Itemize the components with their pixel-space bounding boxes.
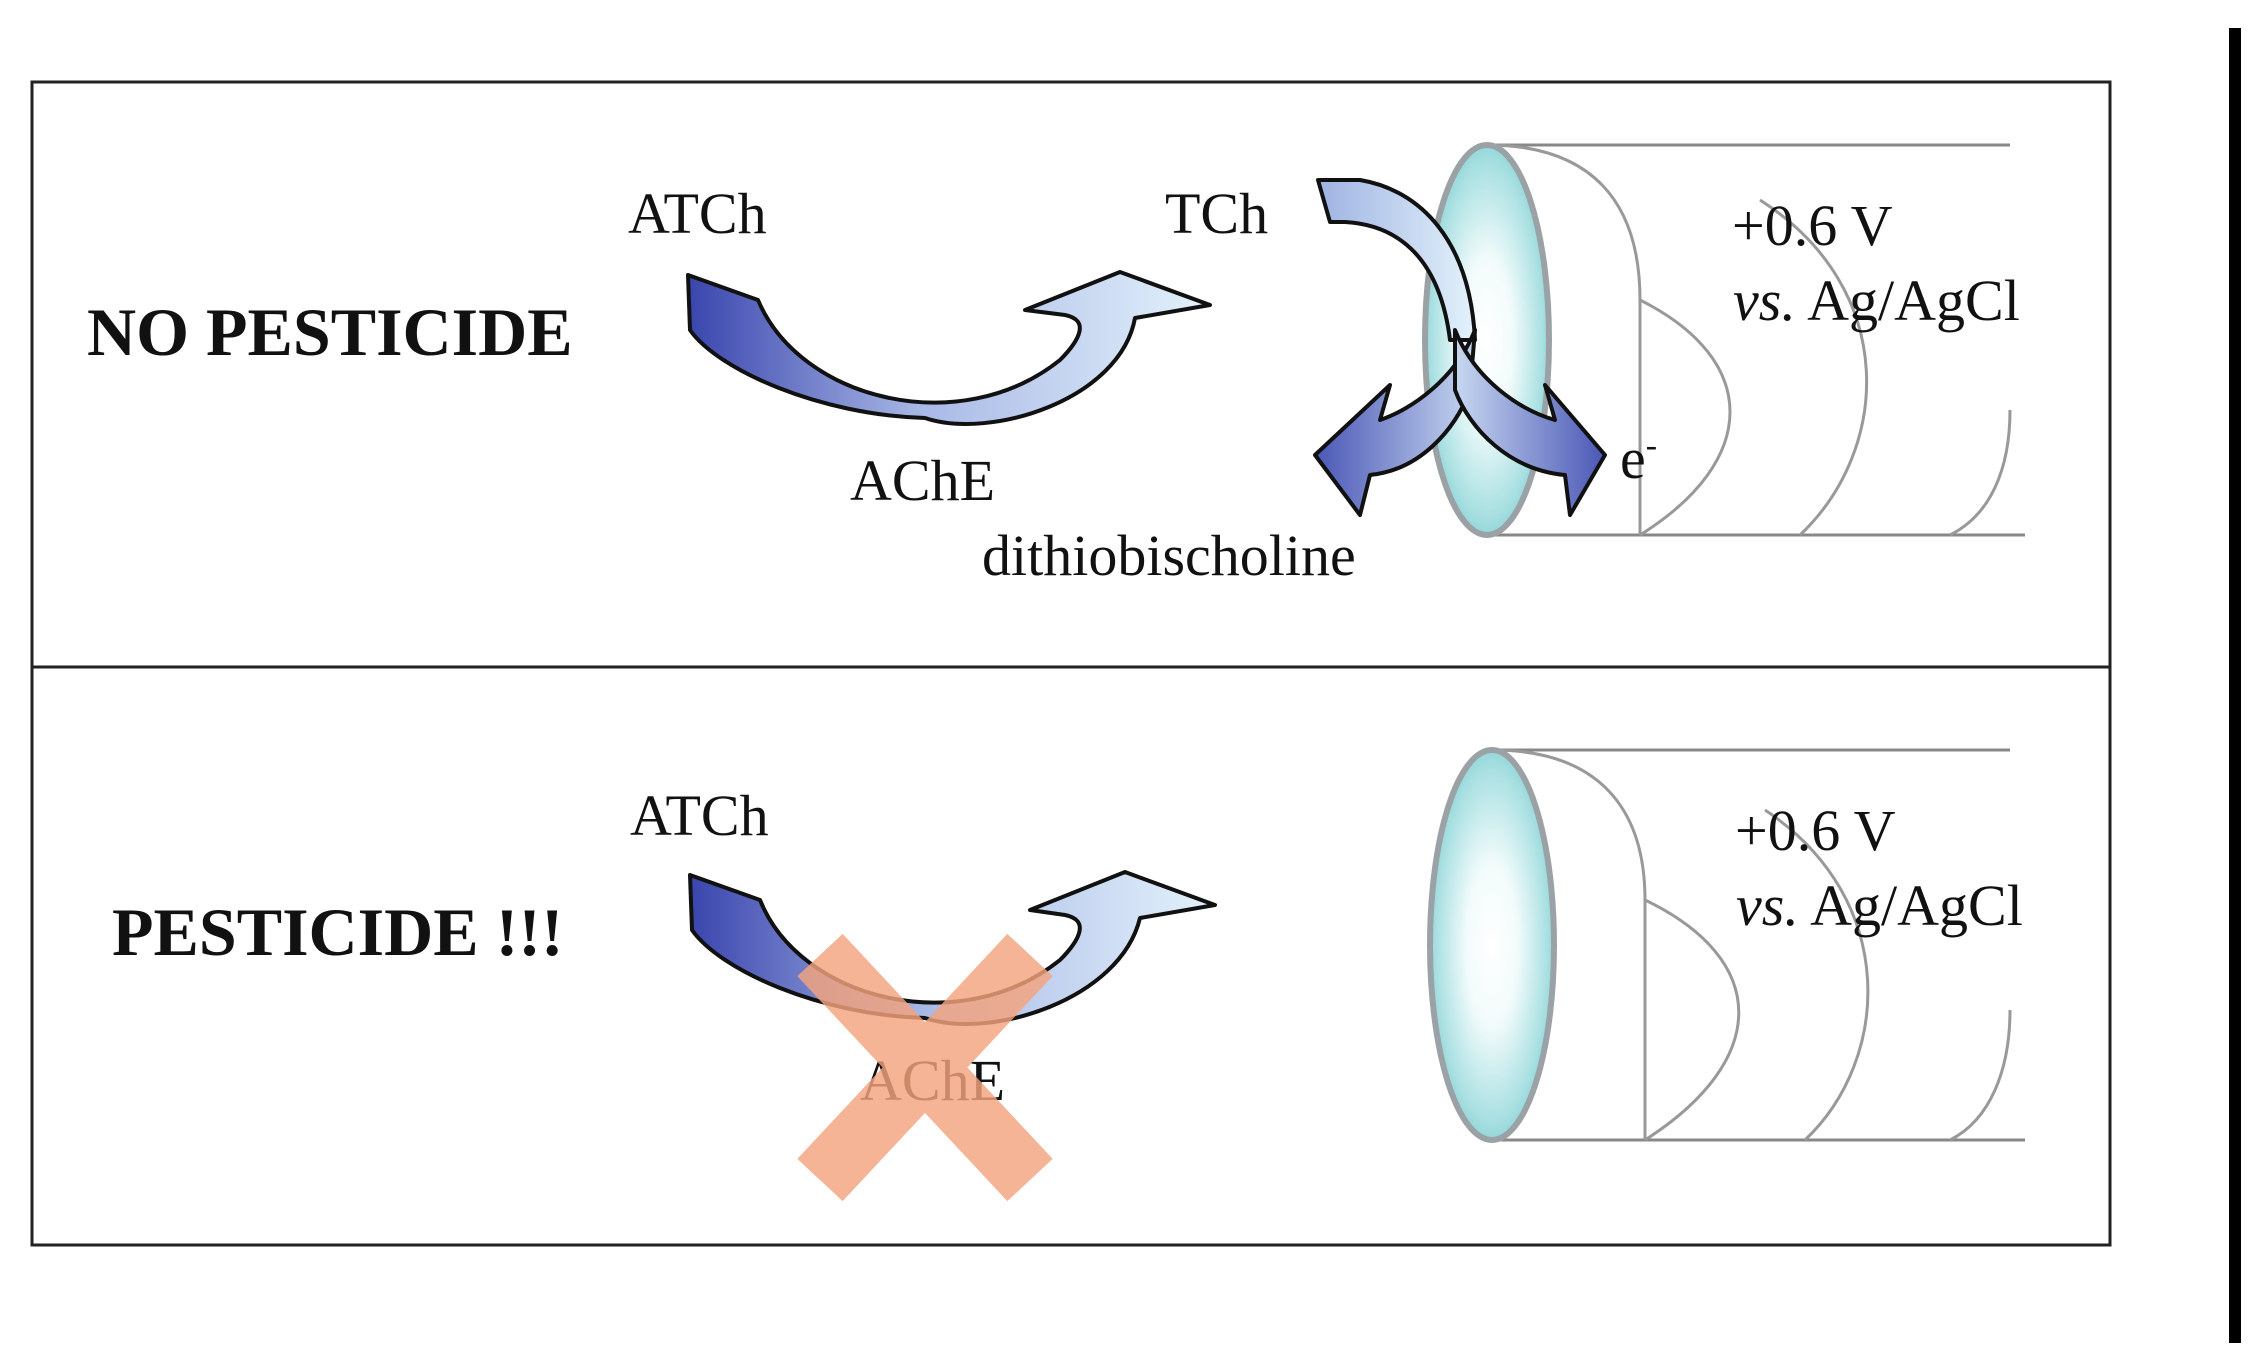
top-enzyme-label: AChE <box>850 448 995 513</box>
oxidation-product-label: dithiobischoline <box>982 523 1356 588</box>
electron-output-arrow <box>1453 328 1607 517</box>
bottom-reference-label: vs. Ag/AgCl <box>1736 873 2023 938</box>
top-reference-label: vs. Ag/AgCl <box>1733 268 2020 333</box>
inhibition-cross <box>797 933 1053 1202</box>
top-product-label: TCh <box>1165 181 1268 246</box>
right-border-bar <box>2229 28 2241 1343</box>
bottom-substrate-label: ATCh <box>630 783 769 848</box>
electron-label: e- <box>1620 426 1657 491</box>
top-potential-label: +0.6 V <box>1732 193 1893 258</box>
dithiobischoline-output-arrow <box>1313 328 1477 517</box>
top-substrate-label: ATCh <box>628 181 767 246</box>
top-reaction-arrow <box>686 270 1212 426</box>
bottom-potential-label: +0.6 V <box>1735 798 1896 863</box>
bottom-electrode <box>1427 747 2025 1143</box>
bottom-panel-frame <box>30 665 2112 1247</box>
bottom-condition-label: PESTICIDE !!! <box>112 894 564 970</box>
top-condition-label: NO PESTICIDE <box>87 294 573 370</box>
top-electrode <box>1422 142 2025 538</box>
top-electrode-surface <box>1422 142 1552 538</box>
bottom-electrode-surface <box>1427 747 1557 1143</box>
